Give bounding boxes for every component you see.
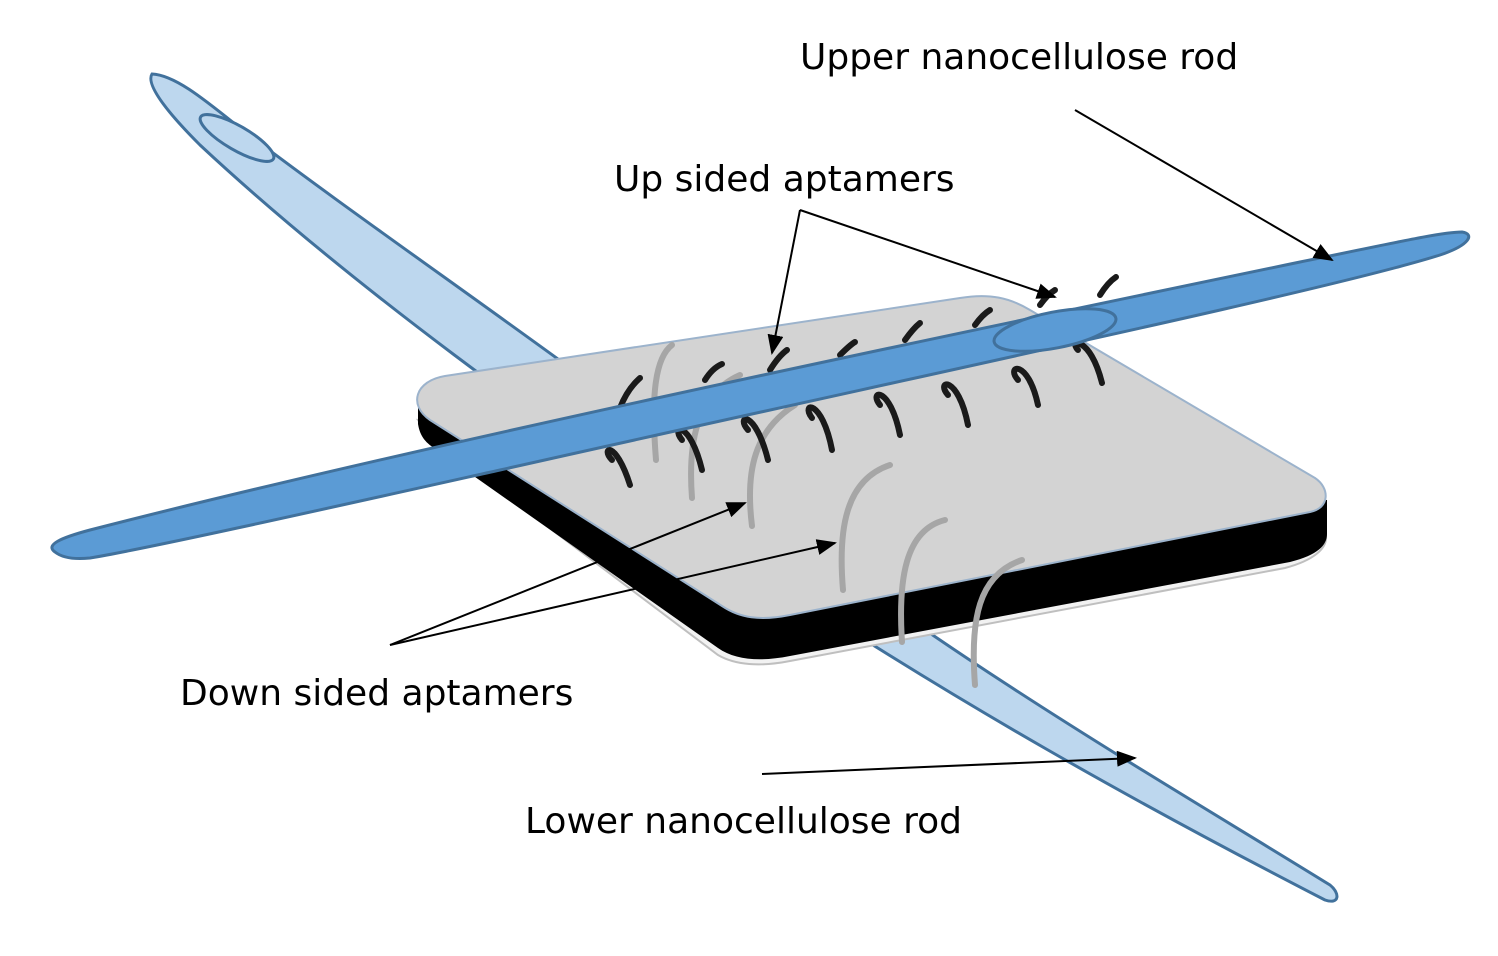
up-aptamer: [972, 307, 993, 328]
lower-rod-label: Lower nanocellulose rod: [525, 801, 963, 842]
up-aptamer: [1011, 365, 1041, 408]
up-aptamer: [740, 416, 771, 463]
down-aptamer: [747, 402, 798, 529]
up-aptamer: [941, 381, 971, 428]
down-aptamers-label: Down sided aptamers: [180, 673, 574, 714]
arrow-up-aptamer-2: [799, 209, 1057, 299]
up-aptamers-label: Up sided aptamers: [614, 159, 955, 200]
up-aptamer: [767, 347, 790, 373]
up-aptamer: [1072, 340, 1105, 386]
up-aptamer: [805, 404, 835, 453]
arrow-down-aptamer-1: [389, 502, 747, 646]
down-aptamer: [650, 342, 675, 463]
up-aptamer: [873, 391, 903, 438]
lower-rod-body: [149, 72, 1339, 903]
leader-arrows: [389, 109, 1334, 775]
up-aptamer: [604, 447, 633, 488]
upper-rod-label: Upper nanocellulose rod: [800, 37, 1239, 78]
down-aptamer: [898, 517, 948, 645]
upper-rod-end: [992, 307, 1118, 353]
lower-rod-end: [198, 113, 276, 163]
upper-rod: [50, 230, 1471, 560]
up-aptamer: [1097, 274, 1119, 298]
up-aptamer: [902, 320, 923, 343]
up-aptamer: [702, 361, 725, 383]
arrow-upper-rod: [1074, 109, 1334, 262]
up-aptamer: [837, 339, 858, 358]
arrow-lower-rod: [761, 750, 1137, 775]
arrow-up-aptamer-1: [767, 209, 801, 355]
down-aptamer: [838, 462, 893, 593]
lower-rod: [149, 72, 1339, 903]
plate: [415, 295, 1327, 666]
arrow-down-aptamer-2: [389, 539, 837, 646]
down-aptamer: [970, 557, 1025, 688]
